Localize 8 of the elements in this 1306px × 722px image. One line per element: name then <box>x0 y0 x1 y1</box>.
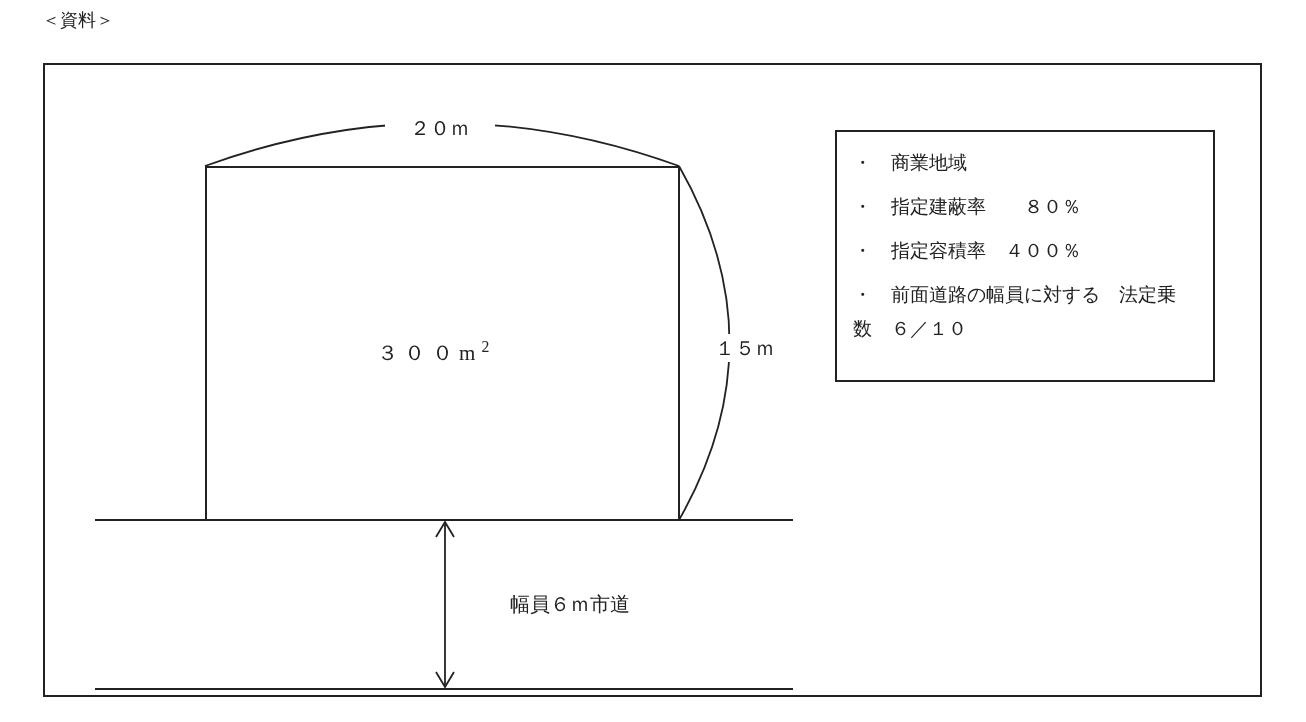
title: ＜資料＞ <box>42 9 114 32</box>
area-label: ３００m$^{2}$ <box>377 338 496 367</box>
lot-rectangle <box>205 166 680 521</box>
conditions-box <box>835 130 1215 382</box>
condition-text: ・ 指定建蔽率 ８０％ <box>853 195 1082 219</box>
condition-text: ・ 前面道路の幅員に対する 法定乗数 ６／１０ <box>853 283 1177 341</box>
condition-text: ・ 指定容積率 ４００％ <box>853 239 1082 263</box>
condition-text: ・ 商業地域 <box>853 151 968 175</box>
